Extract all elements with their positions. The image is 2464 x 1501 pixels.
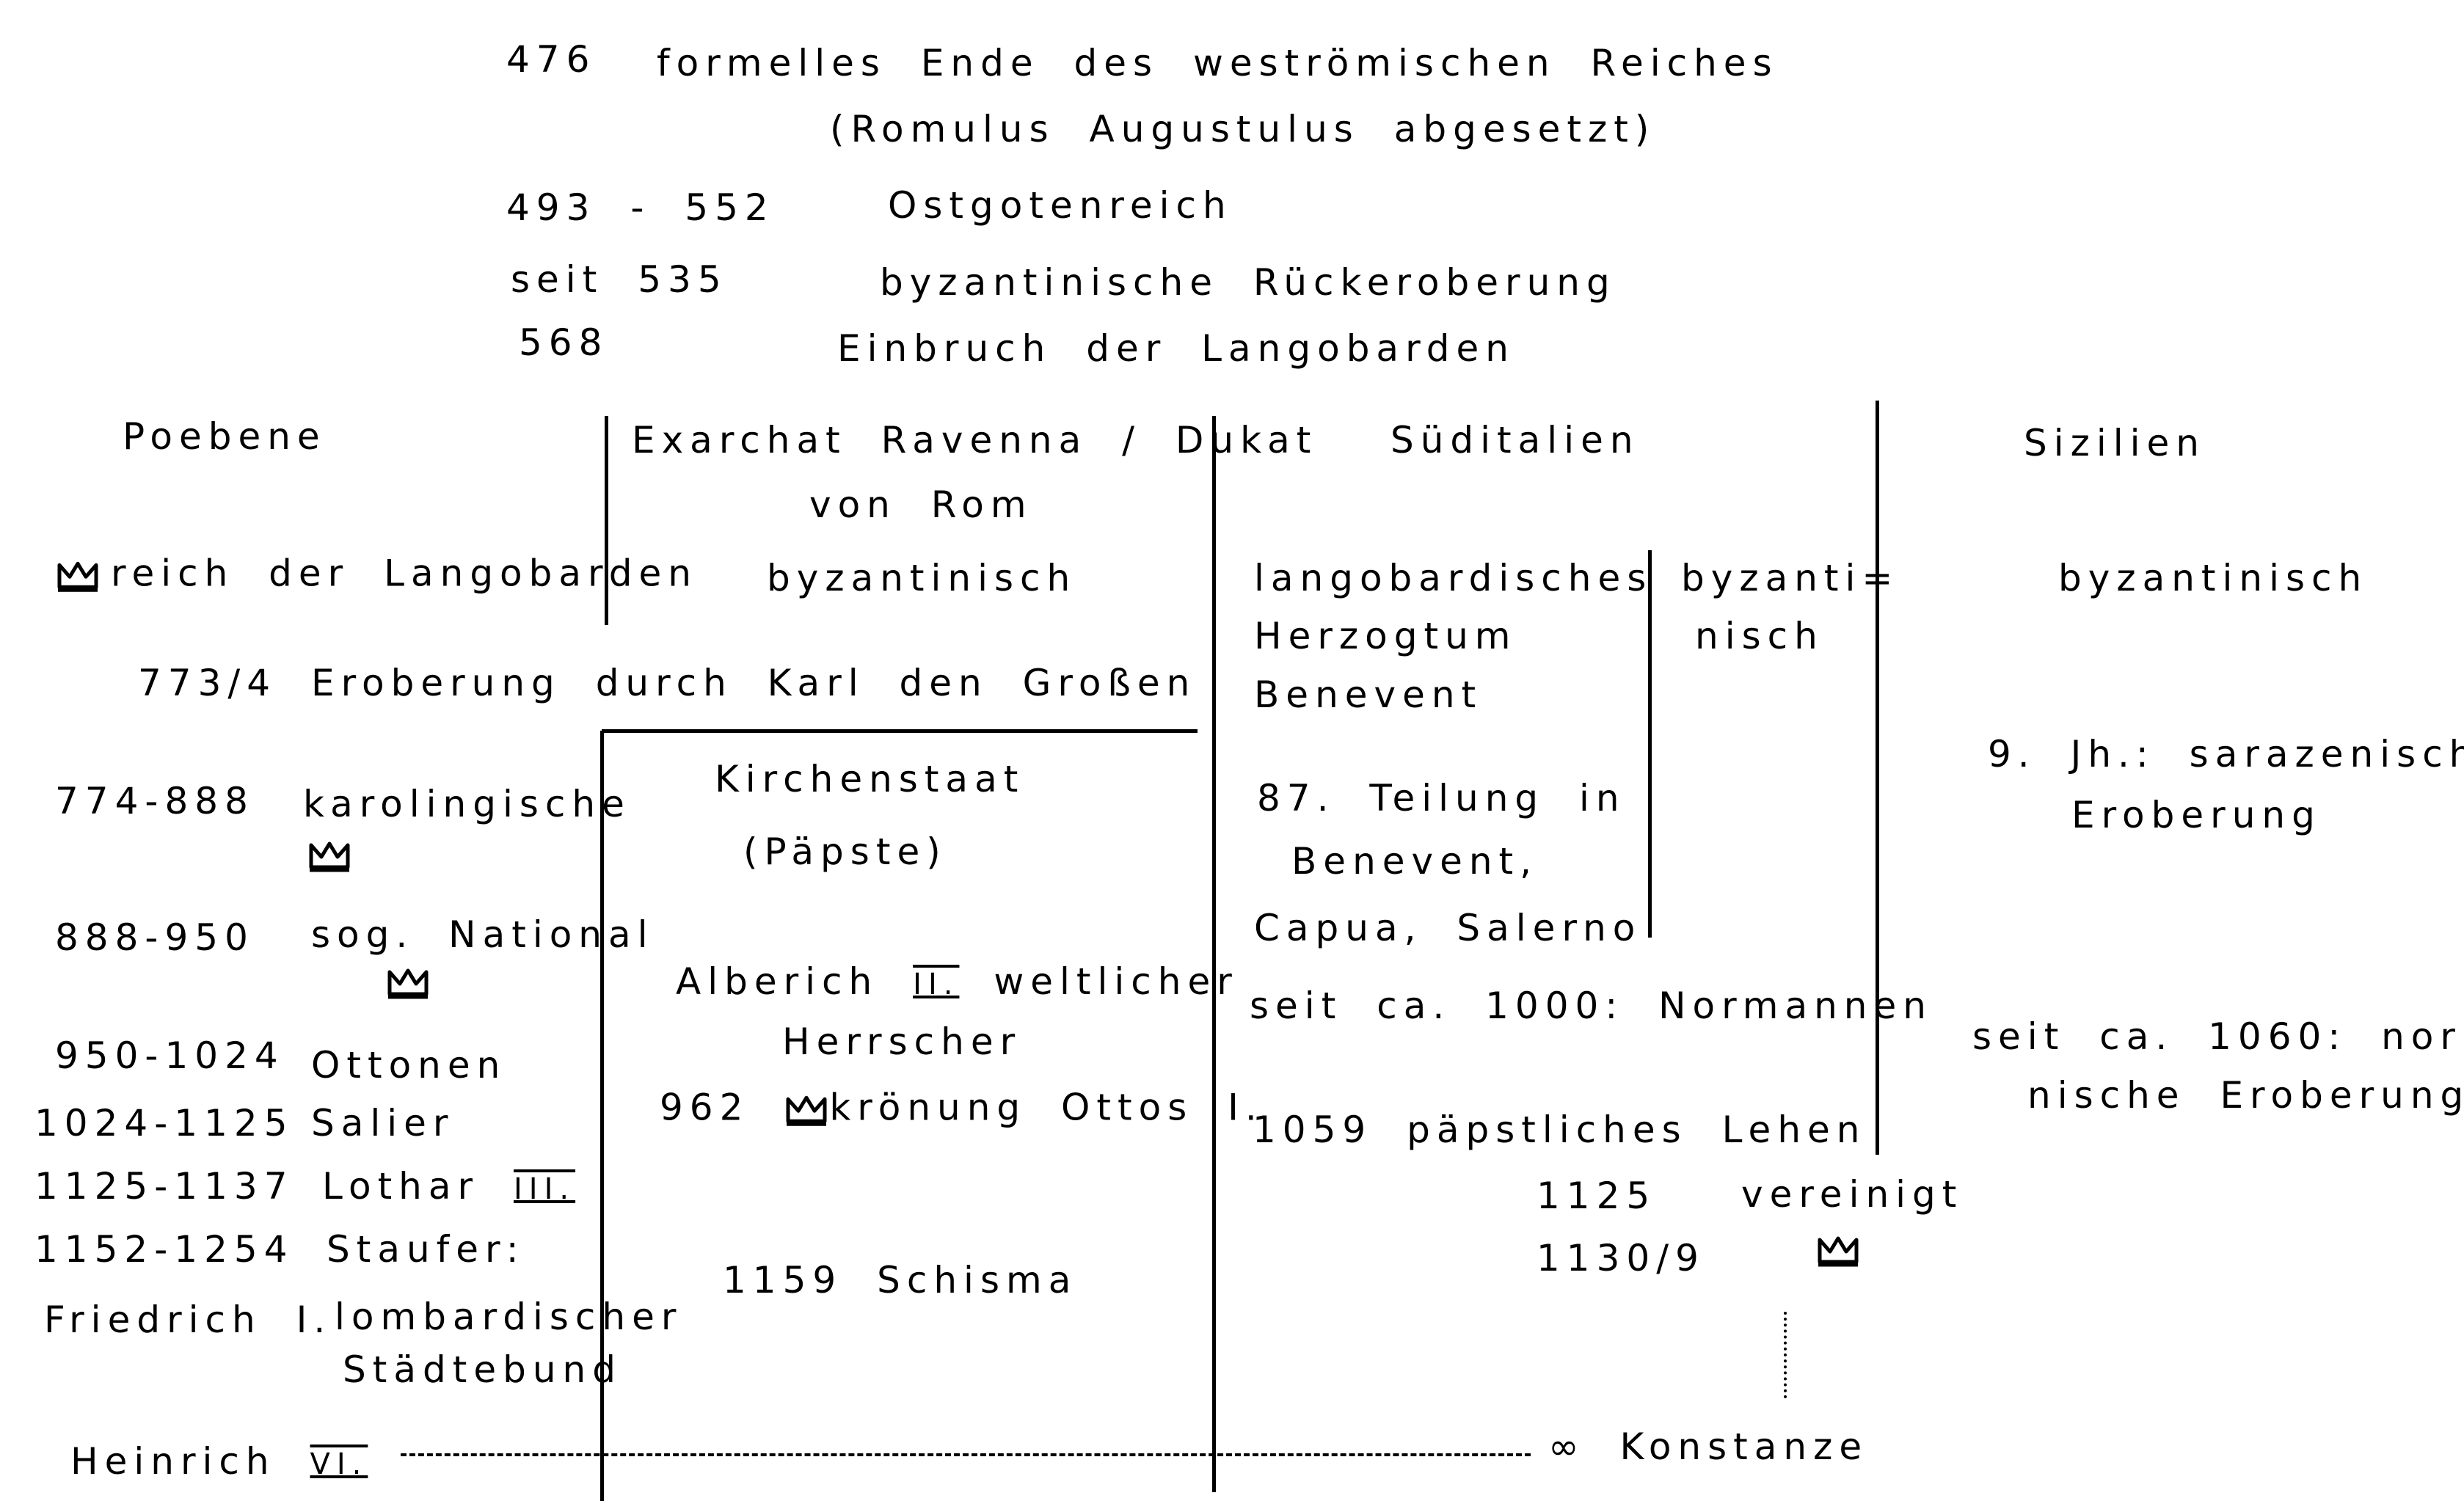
sued-byzantine-1: byzanti= [1681,557,1900,599]
papal-fief: 1059 päpstliches Lehen [1253,1109,1867,1151]
years-888-950: 888-950 [55,916,255,959]
crown-icon [307,839,352,873]
coronation-text: krönung Ottos I. [829,1086,1264,1129]
divider-sued-byzantine [1648,550,1652,938]
salier: Salier [311,1102,455,1144]
karolingische: karolingische [303,783,631,825]
alberich-rest: weltlicher [994,960,1239,1003]
division-1: 87. Teilung in [1257,777,1626,819]
normans-1000: seit ca. 1000: Normannen [1250,985,1933,1027]
sizilien-byzantine: byzantinisch [2058,557,2369,599]
crown-icon [385,966,431,1000]
alberich-name: Alberich [676,960,879,1003]
year-476: 476 [506,38,597,81]
lombard-league-2: Städtebund [343,1348,622,1391]
friedrich: Friedrich I. [44,1299,332,1341]
saracen-1: 9. Jh.: sarazenische [1988,733,2464,775]
year-535: seit 535 [511,258,728,301]
crown-icon [55,559,101,593]
column-exarchat-line2: von Rom [809,483,1033,526]
schisma: 1159 Schisma [723,1259,1078,1301]
langobard-kingdom-label: reich der Langobarden [111,552,698,595]
kirchenstaat-top-line [602,729,1198,733]
division-2: Benevent, [1291,840,1539,883]
column-sizilien: Sizilien [2024,422,2206,464]
divider-sued-sizilien [1876,401,1879,1155]
heinrich-name: Heinrich [70,1440,276,1483]
konstanze: ∞ Konstanze [1541,1428,1869,1465]
langobard-invasion: Einbruch der Langobarden [837,327,1515,370]
division-3: Capua, Salerno [1254,907,1642,949]
norman-conquest-2: nische Eroberung [2027,1074,2464,1117]
years-1024-1125: 1024-1125 [34,1102,294,1144]
lothar-name: Lothar [322,1165,480,1208]
end-western-empire: formelles Ende des weströmischen Reiches [657,42,1779,84]
united: vereinigt [1741,1173,1964,1216]
romulus-note: (Romulus Augustulus abgesetzt) [830,108,1656,150]
lothar-numeral: III. [513,1172,576,1206]
langobard-duchy-3: Benevent [1254,673,1483,716]
exarchat-byzantine: byzantinisch [767,557,1077,599]
years-1125-1137: 1125-1137 [34,1165,294,1208]
staufer: Staufer: [327,1228,525,1271]
alberich-numeral: II. [913,968,960,1001]
coronation-962: 962 krönung Ottos I. [660,1089,1264,1127]
divider-exarchat-sued [1212,416,1216,1492]
column-exarchat: Exarchat Ravenna / Dukat [632,419,1318,461]
column-sueditalien: Süditalien [1390,419,1640,461]
heinrich-numeral: VI. [310,1447,368,1481]
coronation-year: 962 [660,1086,750,1129]
heinrich: Heinrich VI. [70,1440,376,1483]
crown-icon [1815,1234,1861,1268]
ottonen: Ottonen [311,1044,507,1087]
divider-poebene-exarchat [605,416,608,625]
langobard-duchy-1: langobardisches [1254,557,1653,599]
dotted-connector [1784,1312,1787,1398]
years-774-888: 774-888 [55,780,255,822]
dashed-heinrich-line [401,1453,1531,1456]
years-1152-1254: 1152-1254 [34,1228,294,1271]
herrscher: Herrscher [782,1020,1022,1063]
column-poebene: Poebene [123,415,327,458]
divider-poebene-kirchenstaat [600,731,604,1501]
lothar: Lothar III. [322,1168,575,1205]
paepste: (Päpste) [743,830,947,873]
langobard-duchy-2: Herzogtum [1254,615,1517,657]
langobard-kingdom: reich der Langobarden [55,555,698,593]
united-year: 1125 [1537,1175,1657,1217]
lombard-league-1: lombardischer [335,1296,683,1338]
sued-byzantine-2: nisch [1695,615,1824,657]
norman-conquest-1: seit ca. 1060: norman= [1972,1015,2464,1058]
years-950-1024: 950-1024 [55,1034,285,1077]
crown-icon [784,1093,829,1127]
kirchenstaat: Kirchenstaat [715,758,1025,800]
year-493-552: 493 - 552 [506,186,775,229]
year-568: 568 [519,321,609,364]
karl-conquest: 773/4 Eroberung durch Karl den Großen [138,662,1197,704]
national-kingdom: sog. National [311,913,655,956]
kingdom-year: 1130/9 [1537,1237,1705,1279]
byzantine-reconquest: byzantinische Rückeroberung [880,261,1616,304]
alberich: Alberich II. weltlicher [676,963,1239,1000]
ostgotenreich: Ostgotenreich [888,184,1233,227]
saracen-2: Eroberung [2071,794,2322,836]
